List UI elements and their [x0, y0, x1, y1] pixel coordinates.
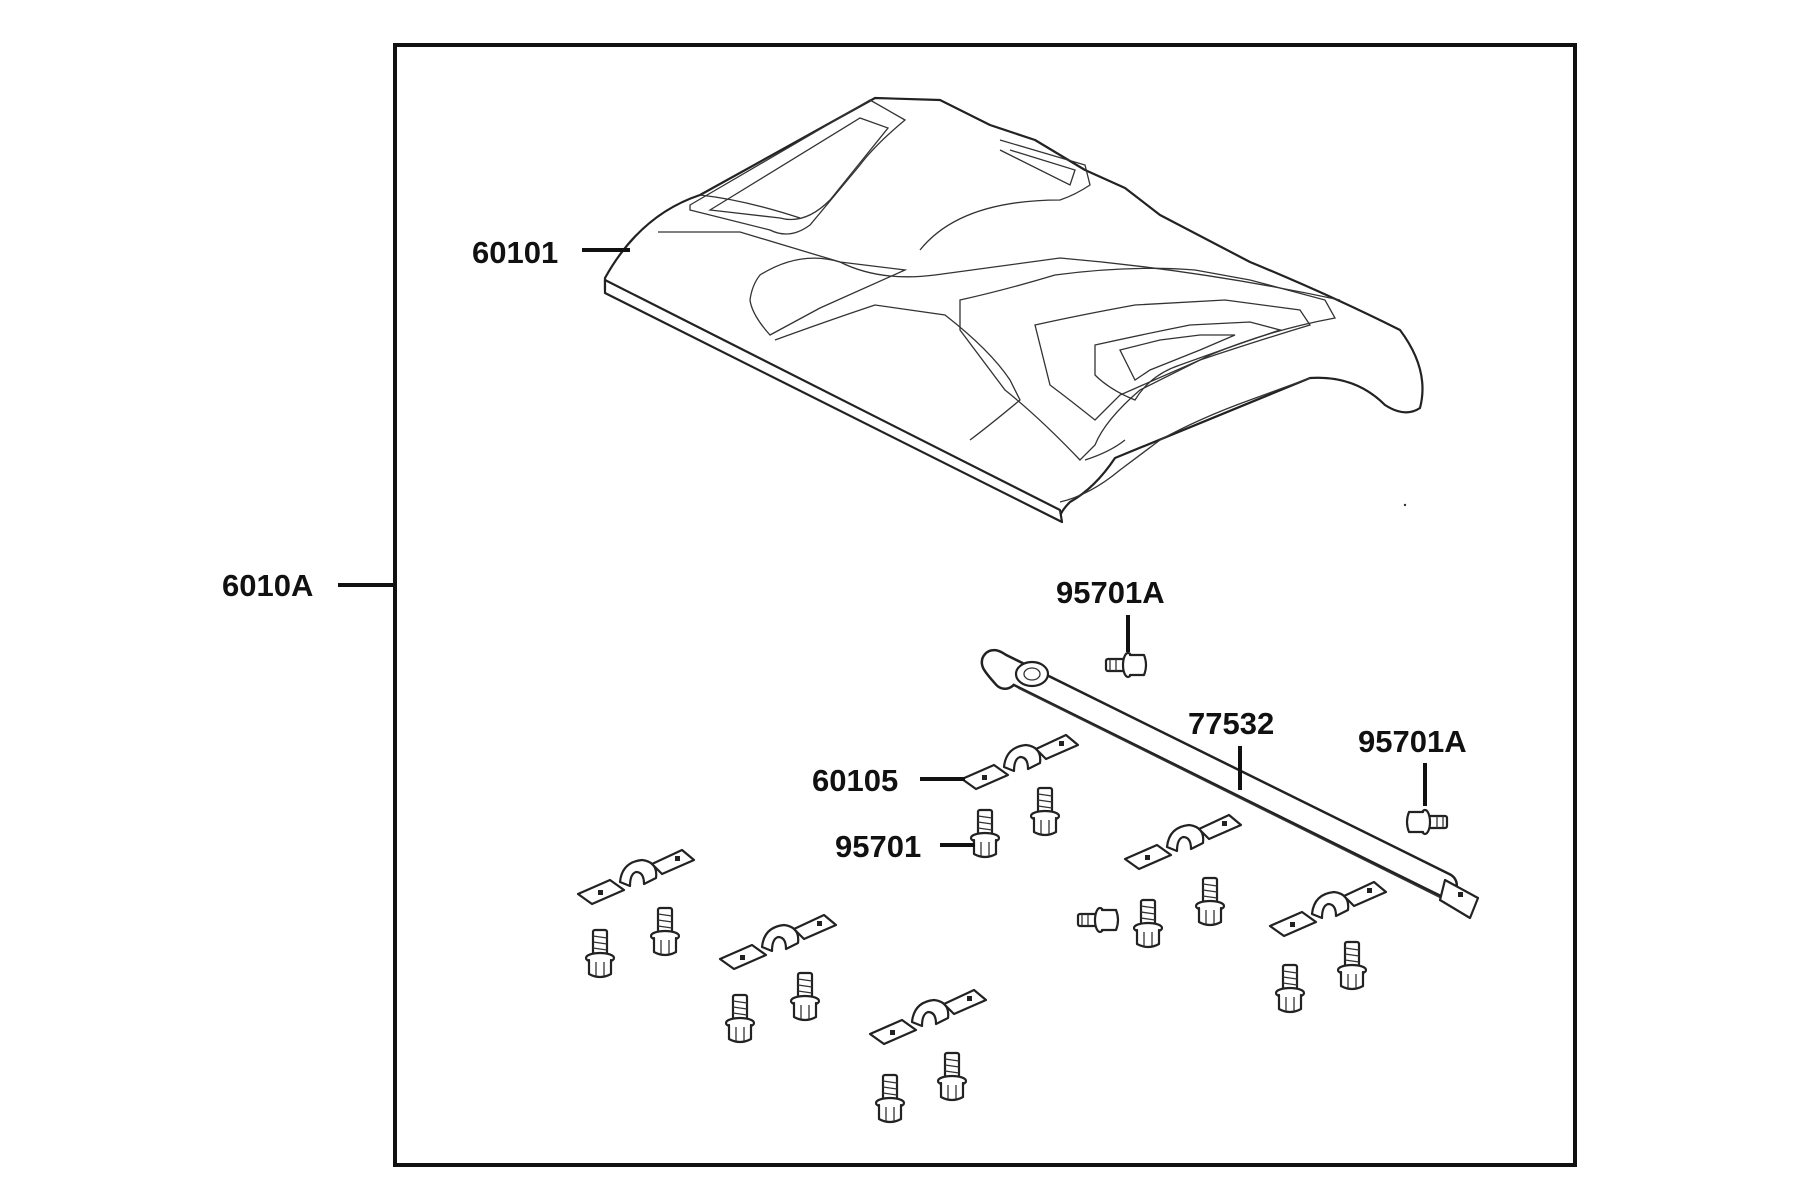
bolt-part [1274, 963, 1306, 1014]
label-assembly: 6010A [222, 568, 313, 603]
label-bolt-right: 95701A [1358, 724, 1467, 759]
bolt-part [584, 928, 616, 979]
bolt-part [874, 1073, 906, 1124]
harness-part [980, 649, 1480, 920]
clamp-part [576, 848, 696, 906]
bolt-part [789, 971, 821, 1022]
label-cover: 60101 [472, 235, 558, 270]
clamp-part [1268, 880, 1388, 938]
bolt-part [1194, 876, 1226, 927]
bolt-part [1076, 906, 1120, 934]
bolt-part [1132, 898, 1164, 949]
bolt-top-part [1104, 651, 1148, 679]
clamp-part [960, 733, 1080, 791]
bolt-right-part [1405, 808, 1449, 836]
bolt-part [649, 906, 681, 957]
seat-cover-part [603, 96, 1424, 524]
clamp-part [1123, 813, 1243, 871]
label-bolt: 95701 [835, 829, 921, 864]
label-harness: 77532 [1188, 706, 1274, 741]
assembly-frame [393, 43, 1577, 1167]
label-bolt-top: 95701A [1056, 575, 1165, 610]
bolt-part [969, 808, 1001, 859]
clamp-part [718, 913, 838, 971]
bolt-part [936, 1051, 968, 1102]
bolt-part [1029, 786, 1061, 837]
label-bracket: 60105 [812, 763, 898, 798]
clamp-part [868, 988, 988, 1046]
bolt-part [724, 993, 756, 1044]
bolt-part [1336, 940, 1368, 991]
